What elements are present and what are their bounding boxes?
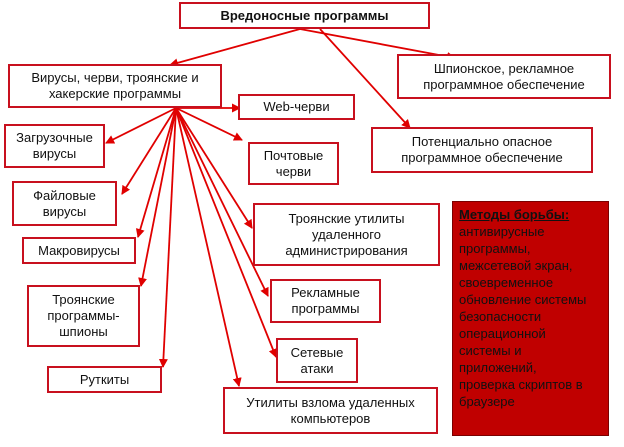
arrow-to-file-viruses — [121, 107, 177, 195]
type-mail-worms-label: Почтовые черви — [263, 147, 324, 179]
arrow-to-hacking-utilities — [175, 107, 242, 387]
arrow-root-to-spyware — [299, 28, 456, 61]
type-macro-viruses-label: Макровирусы — [38, 242, 120, 258]
category-potentially-dangerous-label: Потенциально опасное программное обеспеч… — [401, 134, 563, 165]
category-spyware-label: Шпионское, рекламное программное обеспеч… — [423, 60, 585, 92]
arrow-to-boot-viruses — [105, 107, 177, 144]
type-rootkits-label: Руткиты — [79, 371, 130, 387]
type-file-viruses: Файловые вирусы — [12, 181, 117, 226]
type-adware-label: Рекламные программы — [291, 285, 360, 316]
type-network-attacks-label: Сетевые атаки — [290, 344, 344, 376]
countermeasures-title: Методы борьбы: — [459, 207, 570, 222]
type-web-worms: Web-черви — [238, 94, 355, 120]
type-trojan-admin: Троянские утилиты удаленного администрир… — [253, 203, 440, 266]
arrow-to-macro-viruses — [135, 107, 177, 238]
type-hacking-utilities-label: Утилиты взлома удаленных компьютеров — [246, 394, 415, 426]
type-macro-viruses: Макровирусы — [22, 237, 136, 264]
type-trojan-spies-label: Троянские программы- шпионы — [47, 292, 120, 339]
arrow-root-to-potential — [319, 28, 411, 129]
type-web-worms-label: Web-черви — [263, 99, 330, 114]
arrow-to-trojan-admin — [175, 107, 253, 229]
arrow-root-to-viruses — [169, 28, 301, 68]
category-viruses-label: Вирусы, черви, троянские и хакерские про… — [31, 70, 199, 101]
type-adware: Рекламные программы — [270, 279, 381, 323]
category-potentially-dangerous: Потенциально опасное программное обеспеч… — [371, 127, 593, 173]
arrow-to-network-attacks — [175, 107, 278, 358]
countermeasures-panel: Методы борьбы: антивирусные программы, м… — [452, 201, 609, 436]
arrow-to-adware — [175, 107, 269, 297]
type-hacking-utilities: Утилиты взлома удаленных компьютеров — [223, 387, 438, 434]
arrow-to-mail-worms — [175, 107, 243, 141]
type-file-viruses-label: Файловые вирусы — [33, 187, 96, 219]
type-network-attacks: Сетевые атаки — [276, 338, 358, 383]
category-spyware: Шпионское, рекламное программное обеспеч… — [397, 54, 611, 99]
category-viruses: Вирусы, черви, троянские и хакерские про… — [8, 64, 222, 108]
root-label: Вредоносные программы — [220, 7, 389, 23]
type-boot-viruses-label: Загрузочные вирусы — [16, 130, 93, 161]
root-node: Вредоносные программы — [179, 2, 430, 29]
type-trojan-spies: Троянские программы- шпионы — [27, 285, 140, 347]
type-trojan-admin-label: Троянские утилиты удаленного администрир… — [285, 210, 408, 258]
type-rootkits: Руткиты — [47, 366, 162, 393]
countermeasures-text: антивирусные программы, межсетевой экран… — [459, 224, 587, 409]
arrow-to-trojan-spies — [138, 107, 177, 287]
arrow-to-rootkits — [158, 107, 177, 368]
type-mail-worms: Почтовые черви — [248, 142, 339, 185]
type-boot-viruses: Загрузочные вирусы — [4, 124, 105, 168]
